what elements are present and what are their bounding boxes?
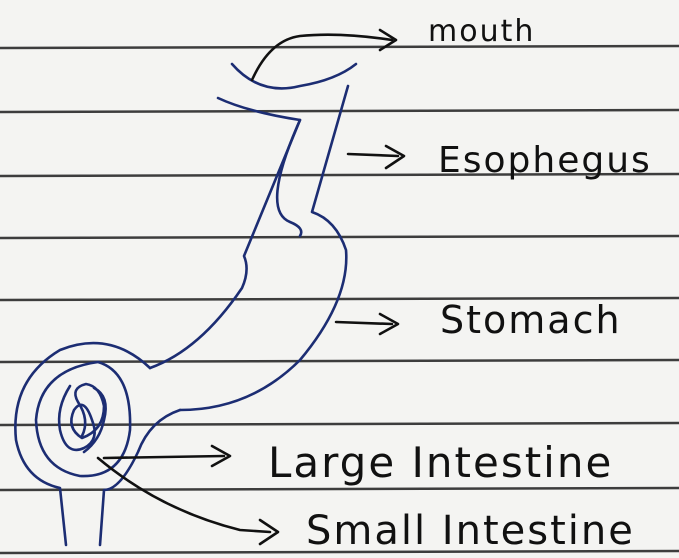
mouth-shape [232,64,356,88]
small-intestine-coils [59,384,104,450]
large-intestine-label: Large Intestine [268,438,613,487]
small-intestine-label: Small Intestine [306,508,635,554]
ruled-line [0,46,679,48]
ruled-line [0,488,679,490]
esophagus-left-wall [150,98,300,368]
ruled-line [0,360,679,362]
stomach-label: Stomach [440,298,622,342]
intestine-outer-right [100,410,180,545]
stomach-fold [277,120,301,236]
mouth-arrow [252,35,392,80]
intestine-outer-loop [15,343,150,545]
esophagus-arrow [348,154,398,156]
stomach-arrow [336,322,392,324]
small-intestine-arrow [98,458,270,532]
mouth-label: mouth [428,14,535,49]
esophagus-label: Esophegus [438,140,652,181]
